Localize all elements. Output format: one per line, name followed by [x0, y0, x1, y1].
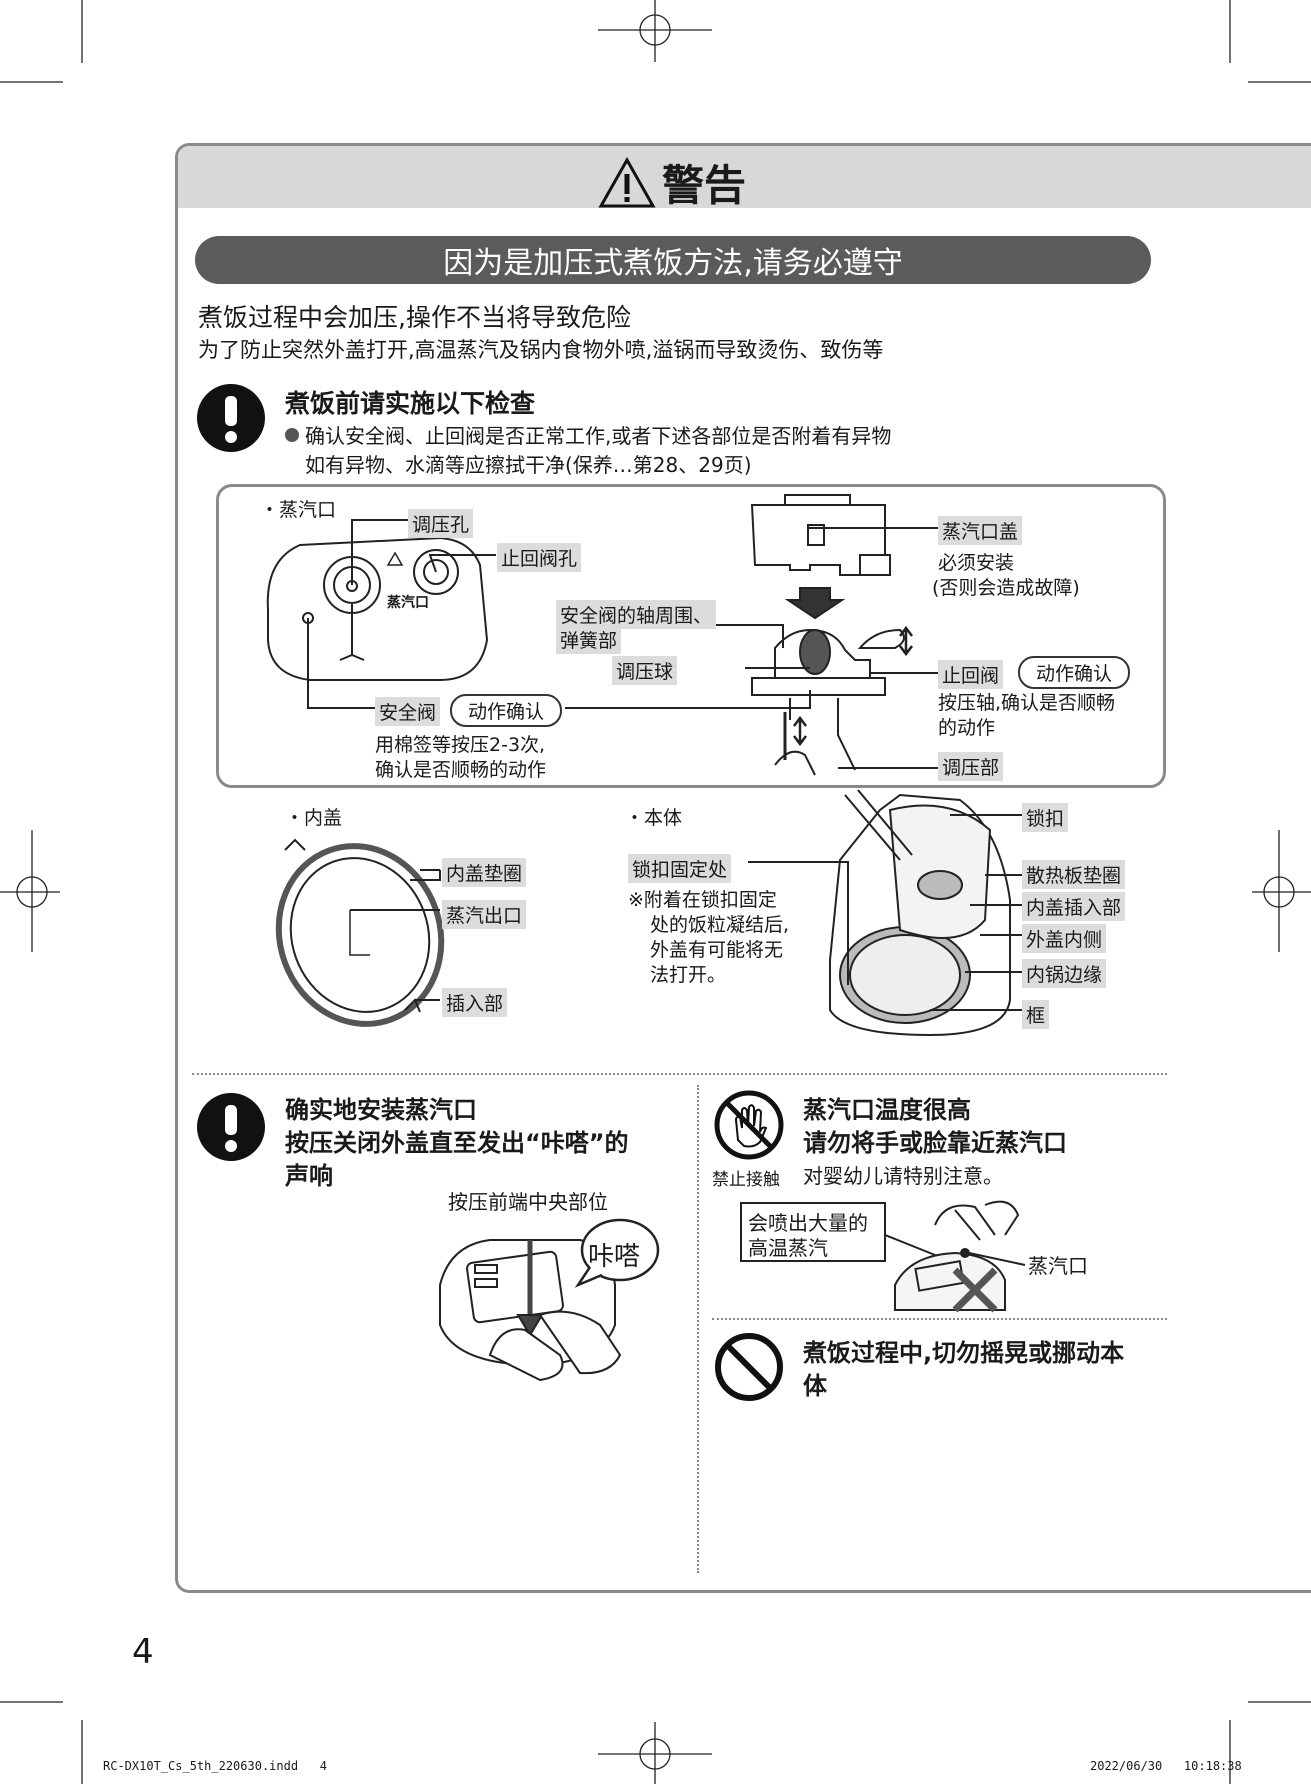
bottom-warning-line2: 体 — [803, 1372, 827, 1400]
check-bullet-line2: 如有异物、水滴等应擦拭干净(保养…第28、29页) — [305, 453, 752, 477]
fault-note: (否则会造成故障) — [932, 577, 1080, 599]
inner-lid-gasket-label: 内盖垫圈 — [442, 858, 527, 887]
latch-note-3: 外盖有可能将无 — [650, 939, 784, 961]
warning-header — [178, 146, 1311, 208]
prohibited-icon — [715, 1333, 783, 1401]
right-warning-line2: 请勿将手或脸靠近蒸汽口 — [803, 1129, 1067, 1157]
check-valve-hole-label: 止回阀孔 — [497, 543, 582, 572]
steam-vent-label: 蒸汽口 — [1028, 1254, 1088, 1278]
inner-lid-outline — [275, 843, 445, 1027]
pressure-ball-label: 调压球 — [612, 656, 678, 685]
check-bullet-line1: 确认安全阀、止回阀是否正常工作,或者下述各部位是否附着有异物 — [305, 424, 892, 448]
pressure-hole-label: 调压孔 — [408, 509, 474, 538]
check-diagram-box — [216, 484, 1166, 788]
frame-label: 框 — [1022, 1000, 1050, 1029]
section-banner: 因为是加压式煮饭方法,请务必遵守 — [195, 236, 1151, 284]
right-warning-line1: 蒸汽口温度很高 — [803, 1096, 971, 1124]
dotted-separator-horizontal — [192, 1073, 1167, 1075]
steam-outlet-label: 蒸汽出口 — [442, 900, 527, 929]
intro-heading: 煮饭过程中会加压,操作不当将导致危险 — [198, 303, 631, 332]
exclamation-circle-icon — [197, 1093, 265, 1161]
warning-frame — [175, 143, 1311, 1593]
steam-danger-illustration — [740, 1200, 1026, 1313]
check-title: 煮饭前请实施以下检查 — [285, 389, 536, 418]
warning-title: 警告 — [662, 161, 747, 210]
warning-title-group: 警告 — [598, 152, 746, 213]
steam-burst-note-1: 会喷出大量的 — [748, 1211, 868, 1235]
must-install-note: 必须安装 — [938, 552, 1015, 574]
bullet-dot-icon — [285, 427, 299, 442]
right-warning-note: 对婴幼儿请特别注意。 — [803, 1164, 1003, 1188]
section-banner-text: 因为是加压式煮饭方法,请务必遵守 — [443, 246, 903, 281]
safety-note-1: 用棉签等按压2-3次, — [375, 734, 546, 756]
latch-note-4: 法打开。 — [650, 964, 727, 986]
exclamation-circle-icon — [197, 384, 265, 452]
safety-valve-area-label-1: 安全阀的轴周围、 — [556, 600, 717, 629]
footer-file-info: RC-DX10T_Cs_5th_220630.indd 4 — [103, 1759, 327, 1773]
steam-burst-note-2: 高温蒸汽 — [748, 1236, 828, 1260]
press-lid-illustration — [439, 1218, 660, 1382]
heat-plate-gasket-label: 散热板垫圈 — [1022, 860, 1126, 889]
safety-valve-area-label-2: 弹簧部 — [556, 625, 622, 654]
click-sound-bubble-text: 咔嗒 — [588, 1242, 641, 1272]
safety-valve-label: 安全阀 — [375, 697, 441, 726]
no-touch-icon — [714, 1090, 784, 1160]
vent-cover-label: 蒸汽口盖 — [938, 516, 1023, 545]
press-hint: 按压前端中央部位 — [448, 1190, 608, 1214]
pressure-part-label: 调压部 — [938, 752, 1004, 781]
check-valve-label: 止回阀 — [938, 660, 1004, 689]
safety-valve-action-pill: 动作确认 — [450, 694, 563, 727]
inner-lid-insert-label: 内盖插入部 — [1022, 892, 1126, 921]
steam-vent-caption: ・蒸汽口 — [260, 499, 337, 521]
left-warning-line1: 确实地安装蒸汽口 — [285, 1096, 477, 1124]
valve-assembly-outline — [751, 677, 886, 696]
check-valve-action-pill: 动作确认 — [1018, 656, 1131, 689]
bottom-warning-line1: 煮饭过程中,切勿摇晃或挪动本 — [803, 1339, 1125, 1367]
vent-logo-text: 蒸汽口 — [387, 595, 429, 611]
latch-fix-label: 锁扣固定处 — [628, 854, 732, 883]
intro-subtext: 为了防止突然外盖打开,高温蒸汽及锅内食物外喷,溢锅而导致烫伤、致伤等 — [198, 338, 884, 362]
safety-note-2: 确认是否顺畅的动作 — [375, 759, 547, 781]
outer-lid-inside-label: 外盖内侧 — [1022, 924, 1107, 953]
check-valve-note-2: 的动作 — [938, 717, 996, 739]
check-valve-note-1: 按压轴,确认是否顺畅 — [938, 692, 1116, 714]
latch-label: 锁扣 — [1022, 803, 1069, 832]
steam-vent-outline — [266, 536, 489, 681]
no-touch-label: 禁止接触 — [712, 1170, 780, 1190]
check-bullet: 确认安全阀、止回阀是否正常工作,或者下述各部位是否附着有异物 — [285, 420, 891, 449]
left-warning-line2: 按压关闭外盖直至发出“咔嗒”的 — [285, 1129, 629, 1157]
dotted-separator-vertical — [697, 1085, 699, 1573]
latch-note-1: ※附着在锁扣固定 — [628, 889, 777, 911]
warning-triangle-icon — [598, 156, 656, 207]
insert-part-label: 插入部 — [442, 988, 508, 1017]
dotted-separator-right — [712, 1318, 1167, 1320]
inner-lid-caption: ・内盖 — [285, 807, 343, 829]
footer-timestamp: 2022/06/30 10:18:38 — [1090, 1759, 1242, 1773]
page-number: 4 — [132, 1632, 154, 1672]
left-warning-line3: 声响 — [285, 1162, 333, 1190]
latch-note-2: 处的饭粒凝结后, — [650, 914, 790, 936]
body-caption: ・本体 — [625, 807, 683, 829]
inner-pot-edge-label: 内锅边缘 — [1022, 959, 1107, 988]
